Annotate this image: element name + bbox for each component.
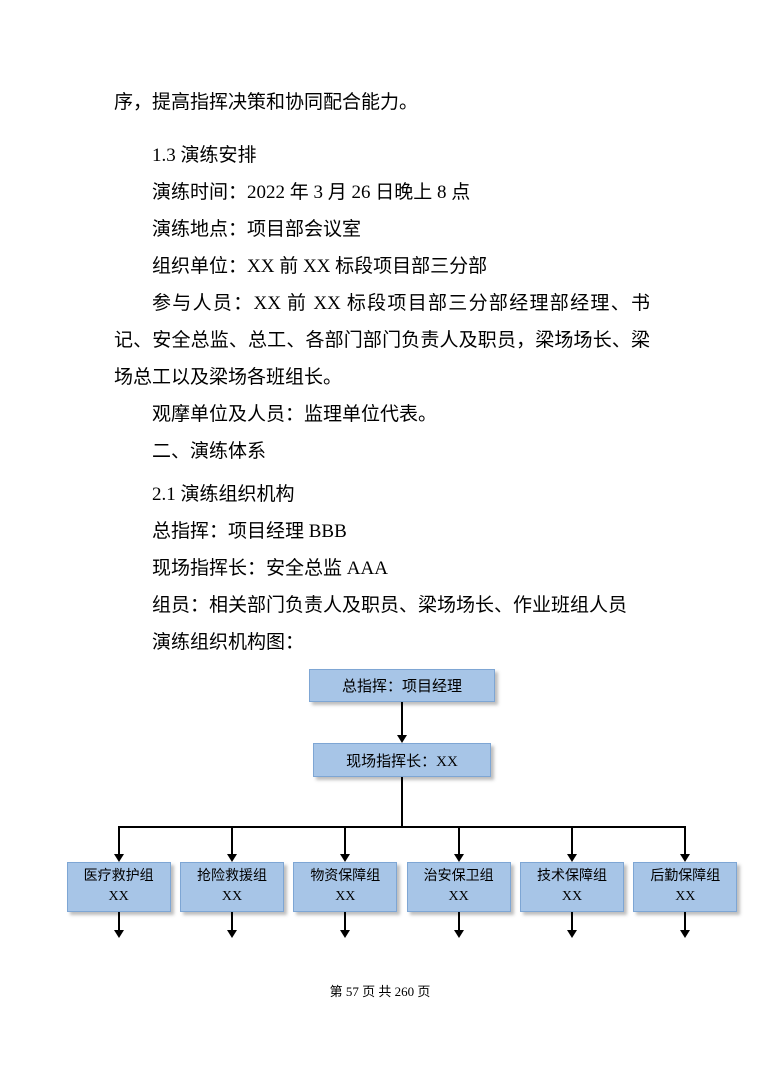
group-name: 治安保卫组 xyxy=(423,868,494,884)
down-arrow-connector xyxy=(453,826,465,862)
text-block: 序，提高指挥决策和协同配合能力。 1.3 演练安排 演练时间：2022 年 3 … xyxy=(114,92,650,653)
paragraph: 现场指挥长：安全总监 AAA xyxy=(152,558,388,579)
paragraph: 观摩单位及人员：监理单位代表。 xyxy=(152,404,438,425)
group-name: 物资保障组 xyxy=(310,868,381,884)
down-arrow-connector xyxy=(113,912,125,938)
down-arrow-connector xyxy=(396,702,408,743)
down-arrow-connector xyxy=(453,912,465,938)
section-heading-2-1: 2.1 演练组织机构 xyxy=(152,484,295,505)
org-chart-group-column: 抢险救援组 XX xyxy=(175,826,288,938)
down-arrow-connector xyxy=(113,826,125,862)
org-chart-site-commander-box: 现场指挥长：XX xyxy=(313,743,491,777)
org-chart-group-column: 物资保障组 XX xyxy=(289,826,402,938)
org-chart-group-box: 后勤保障组 XX xyxy=(633,862,738,912)
org-chart-group-box: 医疗救护组 XX xyxy=(66,862,171,912)
org-chart-group-box: 抢险救援组 XX xyxy=(179,862,284,912)
paragraph: 演练组织机构图： xyxy=(152,632,305,653)
org-chart-group-column: 后勤保障组 XX xyxy=(629,826,742,938)
down-arrow-connector xyxy=(226,912,238,938)
down-arrow-connector xyxy=(339,826,351,862)
org-chart-group-box: 治安保卫组 XX xyxy=(406,862,511,912)
group-member: XX xyxy=(108,889,129,904)
paragraph: 演练地点：项目部会议室 xyxy=(152,219,362,240)
down-arrow-connector xyxy=(679,912,691,938)
page-number-footer: 第 57 页 共 260 页 xyxy=(329,984,431,999)
org-chart-group-box: 技术保障组 XX xyxy=(519,862,624,912)
group-name: 医疗救护组 xyxy=(83,868,154,884)
org-chart-commander-box: 总指挥：项目经理 xyxy=(309,669,495,702)
group-member: XX xyxy=(221,889,243,904)
org-chart-group-column: 治安保卫组 XX xyxy=(402,826,515,938)
horizontal-connector-line xyxy=(118,826,686,828)
down-arrow-connector xyxy=(339,912,351,938)
paragraph: 序，提高指挥决策和协同配合能力。 xyxy=(114,92,419,113)
paragraph: 组织单位：XX 前 XX 标段项目部三分部 xyxy=(152,256,488,277)
group-name: 后勤保障组 xyxy=(650,868,721,884)
down-arrow-connector xyxy=(679,826,691,862)
section-heading-2: 二、演练体系 xyxy=(152,441,267,462)
group-name: 技术保障组 xyxy=(536,868,607,884)
group-member: XX xyxy=(335,889,356,904)
paragraph: 演练时间：2022 年 3 月 26 日晚上 8 点 xyxy=(152,182,471,203)
org-chart-group-box: 物资保障组 XX xyxy=(293,862,398,912)
org-chart-group-column: 技术保障组 XX xyxy=(515,826,628,938)
group-member: XX xyxy=(448,889,469,904)
down-arrow-connector xyxy=(566,826,578,862)
group-member: XX xyxy=(561,889,583,904)
org-chart-group-column: 医疗救护组 XX xyxy=(62,826,175,938)
paragraph: 组员：相关部门负责人及职员、梁场场长、作业班组人员 xyxy=(152,595,628,616)
down-arrow-connector xyxy=(566,912,578,938)
down-arrow-connector xyxy=(226,826,238,862)
vertical-connector-line xyxy=(401,777,403,827)
org-chart-groups-row: 医疗救护组 XX 抢险救援组 XX 物资保障组 XX xyxy=(62,826,742,949)
org-chart: 总指挥：项目经理 现场指挥长：XX 医疗救护组 XX 抢险救援组 XX xyxy=(62,669,742,949)
section-heading-1-3: 1.3 演练安排 xyxy=(152,145,257,166)
paragraph: 参与人员：XX 前 XX 标段项目部三分部经理部经理、书记、安全总监、总工、各部… xyxy=(114,293,650,388)
group-member: XX xyxy=(675,889,696,904)
paragraph: 总指挥：项目经理 BBB xyxy=(152,521,347,542)
group-name: 抢险救援组 xyxy=(196,868,267,884)
